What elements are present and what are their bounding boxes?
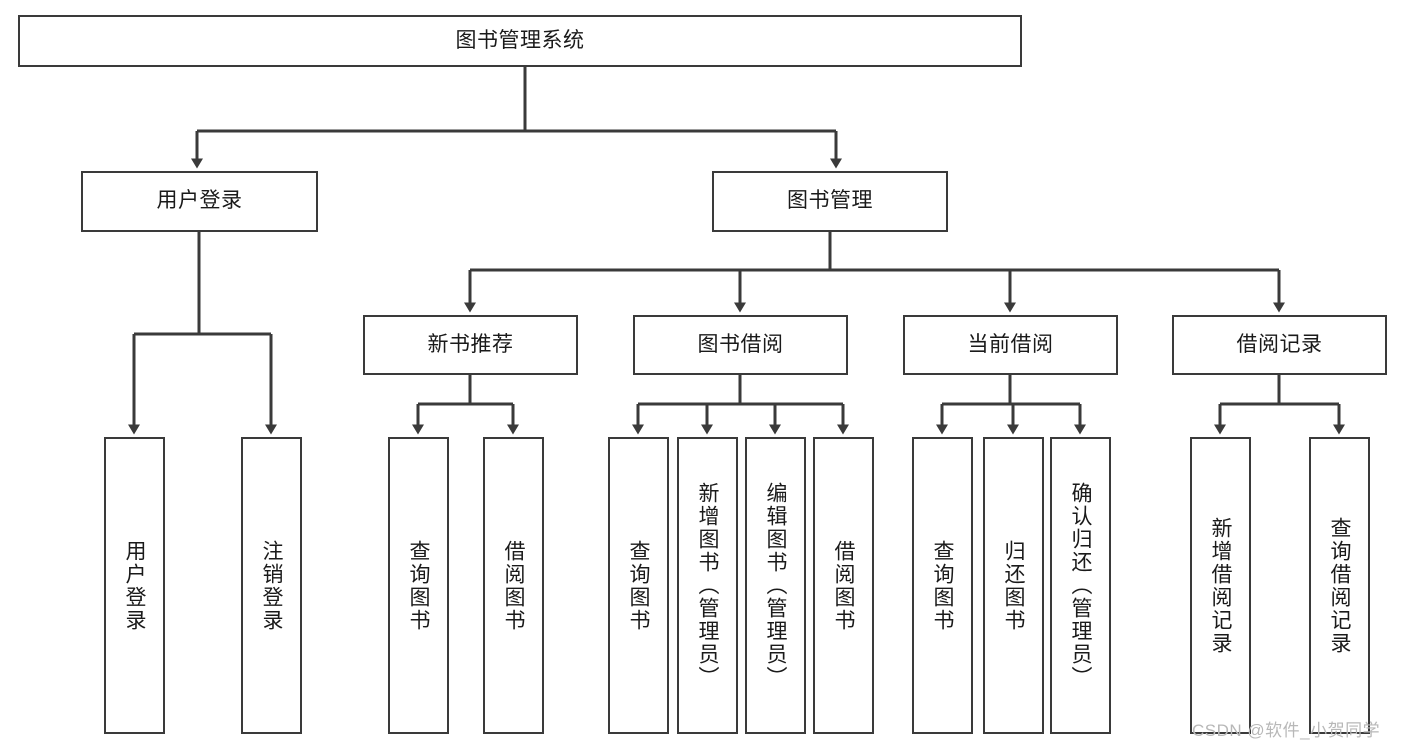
node-leaf-confirm-return-admin[interactable]: 确认归还（管理员）: [1050, 437, 1111, 734]
node-root[interactable]: 图书管理系统: [18, 15, 1022, 67]
csdn-watermark: CSDN @软件_小贺同学: [1192, 721, 1381, 740]
node-leaf-query-books-rec-label: 查询图书: [407, 539, 430, 632]
node-book-management-module-label: 图书管理: [787, 189, 873, 213]
node-leaf-borrow-books-rec[interactable]: 借阅图书: [483, 437, 544, 734]
node-book-borrow[interactable]: 图书借阅: [633, 315, 848, 375]
node-book-borrow-label: 图书借阅: [697, 332, 784, 356]
node-leaf-add-borrow-record[interactable]: 新增借阅记录: [1190, 437, 1251, 734]
node-user-login-module[interactable]: 用户登录: [81, 171, 318, 232]
node-leaf-logout[interactable]: 注销登录: [241, 437, 302, 734]
node-leaf-return-book[interactable]: 归还图书: [983, 437, 1044, 734]
node-leaf-add-book-admin[interactable]: 新增图书（管理员）: [677, 437, 738, 734]
node-user-login-module-label: 用户登录: [156, 189, 243, 213]
node-leaf-confirm-return-admin-label: 确认归还（管理员）: [1069, 482, 1092, 689]
node-leaf-borrow-book-label: 借阅图书: [832, 539, 855, 632]
node-leaf-query-books-borrow[interactable]: 查询图书: [608, 437, 669, 734]
node-leaf-borrow-book[interactable]: 借阅图书: [813, 437, 874, 734]
node-leaf-query-books-current[interactable]: 查询图书: [912, 437, 973, 734]
node-leaf-query-borrow-record[interactable]: 查询借阅记录: [1309, 437, 1370, 734]
node-new-book-recommend-label: 新书推荐: [427, 332, 514, 356]
node-root-label: 图书管理系统: [455, 28, 585, 52]
node-leaf-query-books-rec[interactable]: 查询图书: [388, 437, 449, 734]
node-borrow-records[interactable]: 借阅记录: [1172, 315, 1387, 375]
node-current-borrow[interactable]: 当前借阅: [903, 315, 1118, 375]
node-leaf-query-books-current-label: 查询图书: [931, 539, 954, 632]
node-current-borrow-label: 当前借阅: [967, 332, 1054, 356]
node-leaf-add-book-admin-label: 新增图书（管理员）: [696, 482, 719, 689]
node-book-management-module[interactable]: 图书管理: [712, 171, 948, 232]
node-new-book-recommend[interactable]: 新书推荐: [363, 315, 578, 375]
node-leaf-return-book-label: 归还图书: [1002, 539, 1025, 632]
node-leaf-edit-book-admin-label: 编辑图书（管理员）: [764, 482, 787, 689]
node-leaf-user-login[interactable]: 用户登录: [104, 437, 165, 734]
node-leaf-query-borrow-record-label: 查询借阅记录: [1328, 516, 1351, 655]
node-borrow-records-label: 借阅记录: [1236, 332, 1323, 356]
node-leaf-borrow-books-rec-label: 借阅图书: [502, 539, 525, 632]
node-leaf-logout-label: 注销登录: [260, 539, 283, 632]
node-leaf-edit-book-admin[interactable]: 编辑图书（管理员）: [745, 437, 806, 734]
node-leaf-query-books-borrow-label: 查询图书: [627, 539, 650, 632]
node-leaf-user-login-label: 用户登录: [123, 539, 146, 632]
node-leaf-add-borrow-record-label: 新增借阅记录: [1209, 516, 1232, 655]
